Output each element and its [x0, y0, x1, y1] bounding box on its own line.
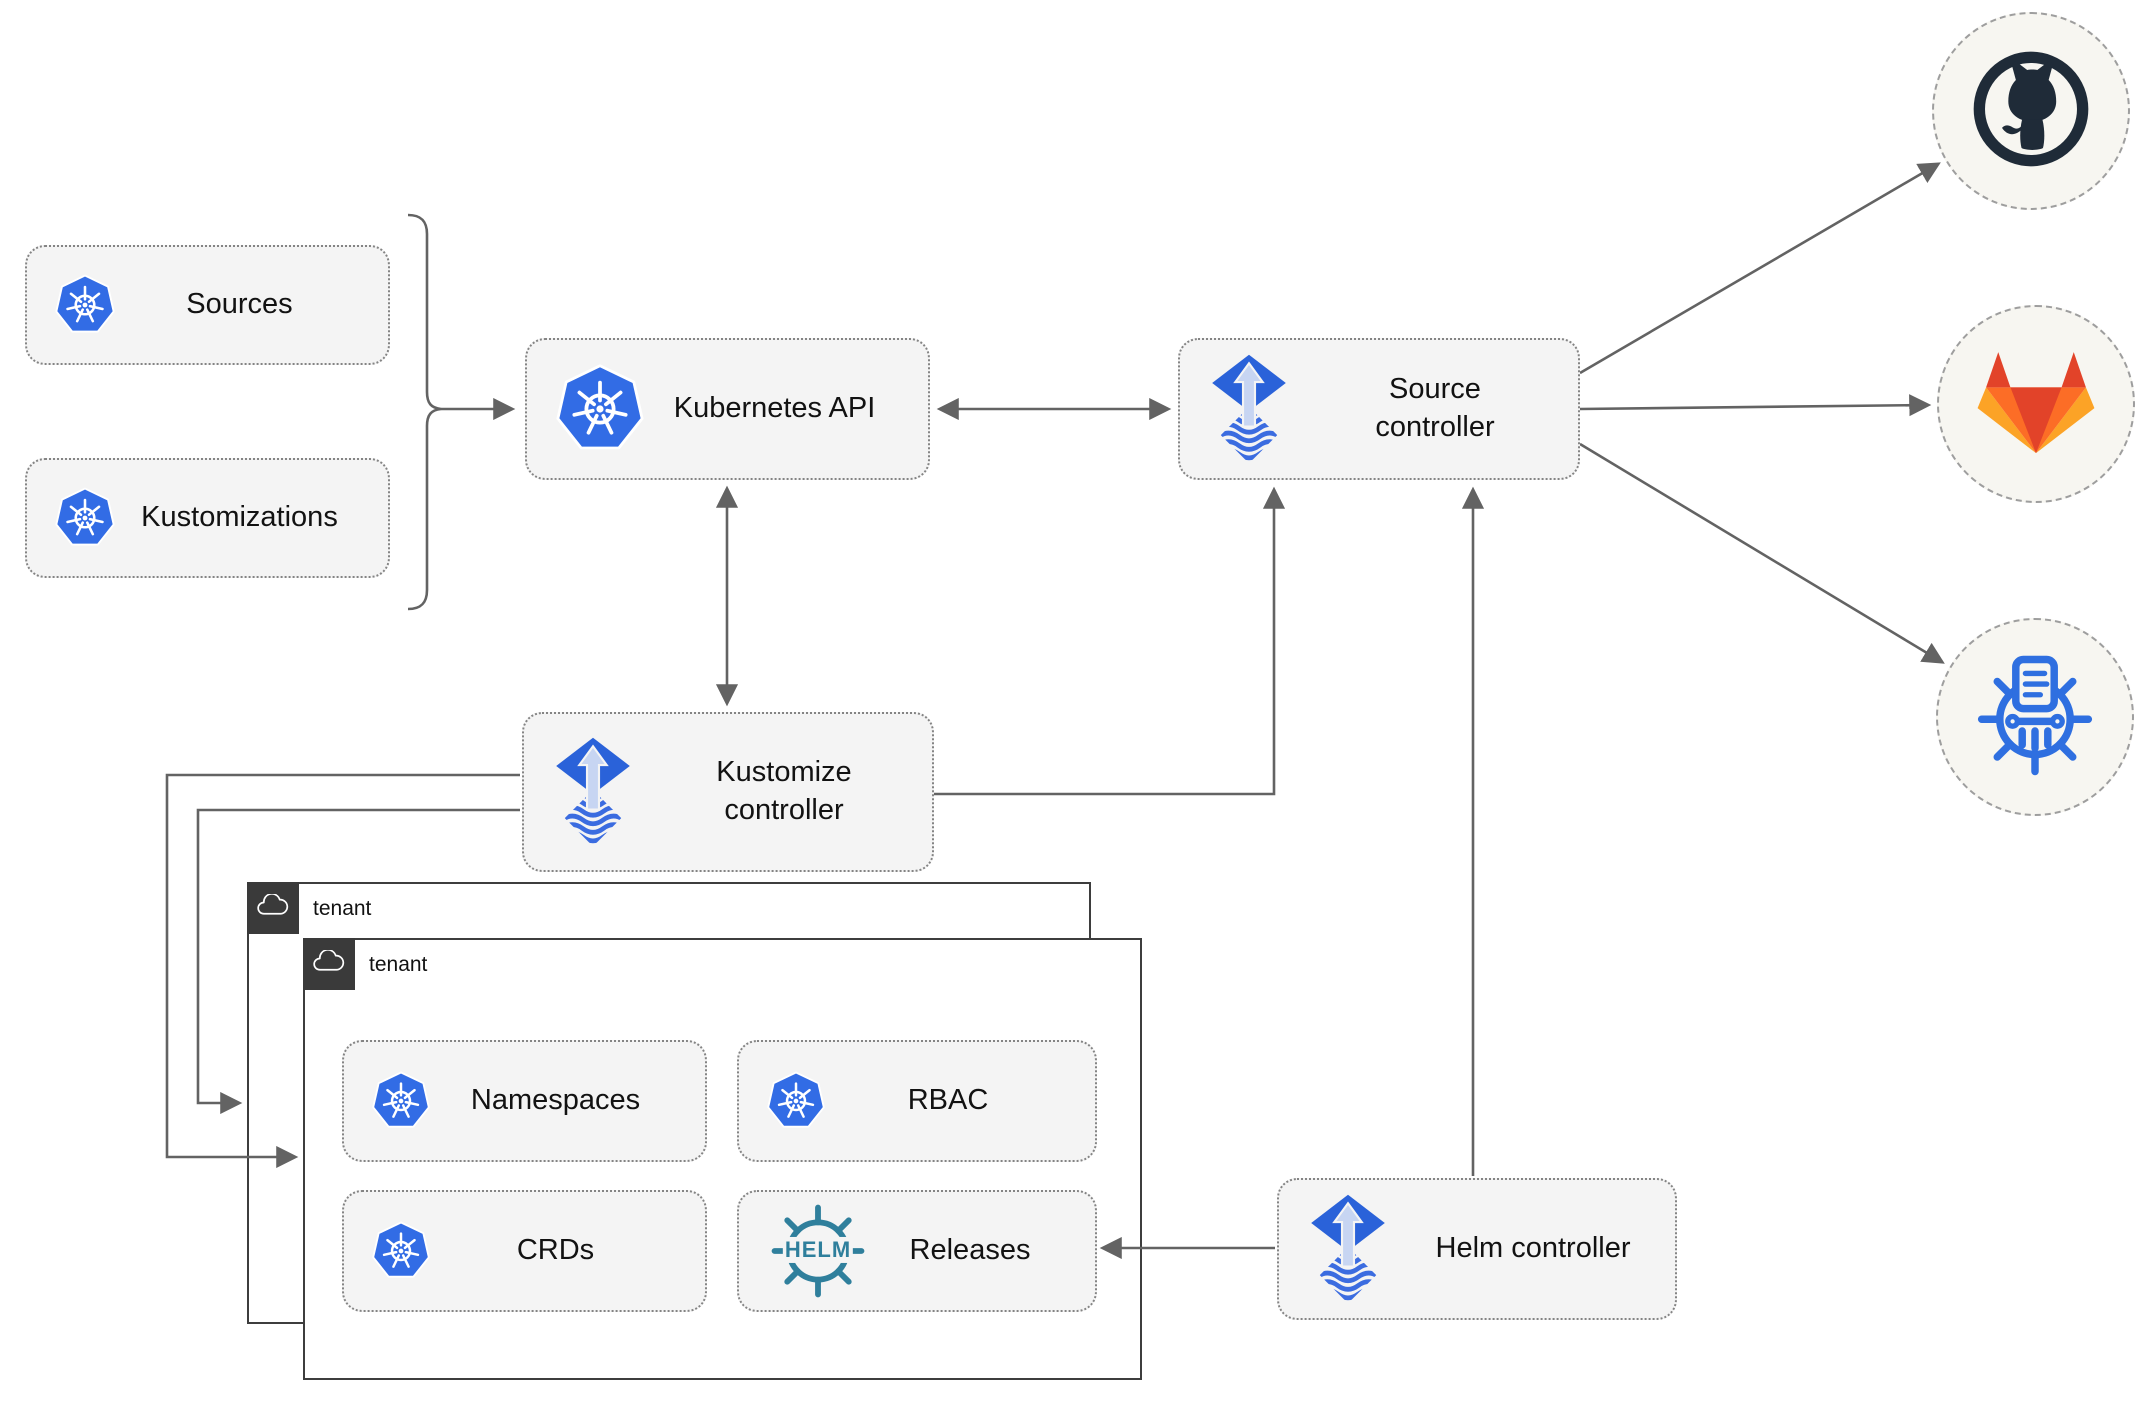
tenant-box-front: tenant Namespaces RBAC CRDs HELM Release…: [303, 938, 1142, 1380]
helm-icon: HELM: [765, 1198, 871, 1304]
node-kustomize-controller: Kustomize controller: [522, 712, 934, 872]
node-label: Kubernetes API: [673, 392, 876, 425]
node-label: Sources: [186, 288, 293, 321]
flux-icon: [1206, 353, 1292, 466]
external-target-bucket: [1936, 618, 2134, 816]
edge-kustomizectrl-sourcectrl: [934, 486, 1286, 796]
node-label: RBAC: [907, 1084, 989, 1117]
gitlab-icon: [1975, 346, 2097, 463]
tenant-tab: [247, 882, 299, 934]
node-label: Releases: [909, 1234, 1031, 1267]
edge-sourcectrl-gitlab: [1579, 394, 1932, 417]
tenant-label: tenant: [369, 953, 428, 976]
node-crds: CRDs: [342, 1190, 707, 1312]
node-label: CRDs: [516, 1234, 595, 1267]
node-rbac: RBAC: [737, 1040, 1097, 1162]
cloud-icon: [256, 894, 290, 923]
cloud-icon: [312, 950, 346, 979]
node-label: Namespaces: [470, 1084, 641, 1117]
flux-icon: [550, 736, 636, 849]
github-icon: [1968, 46, 2094, 177]
bucket-icon: [1971, 651, 2099, 784]
node-kubernetes-api: Kubernetes API: [525, 338, 930, 480]
edge-sourcectrl-bucket: [1579, 442, 1945, 664]
node-label: Helm controller: [1435, 1232, 1631, 1265]
node-source-controller: Source controller: [1178, 338, 1580, 480]
kubernetes-icon: [553, 362, 647, 456]
node-helm-controller: Helm controller: [1277, 1178, 1677, 1320]
flux-icon: [1305, 1193, 1391, 1306]
node-releases: HELM Releases: [737, 1190, 1097, 1312]
external-target-gitlab: [1937, 305, 2135, 503]
node-label: Kustomizations: [141, 501, 338, 534]
node-sources: Sources: [25, 245, 390, 365]
node-kustomizations: Kustomizations: [25, 458, 390, 578]
helm-logo-text: HELM: [782, 1236, 854, 1263]
node-label: Source controller: [1375, 373, 1495, 443]
edge-brace-group: [407, 213, 442, 611]
kubernetes-icon: [53, 273, 117, 337]
tenant-tab: [303, 938, 355, 990]
kubernetes-icon: [370, 1070, 432, 1132]
node-namespaces: Namespaces: [342, 1040, 707, 1162]
edge-sourcectrl-github: [1579, 162, 1941, 375]
kubernetes-icon: [370, 1220, 432, 1282]
kubernetes-icon: [53, 486, 117, 550]
tenant-label: tenant: [313, 897, 372, 920]
kubernetes-icon: [765, 1070, 827, 1132]
external-target-github: [1932, 12, 2130, 210]
node-label: Kustomize controller: [716, 756, 852, 826]
